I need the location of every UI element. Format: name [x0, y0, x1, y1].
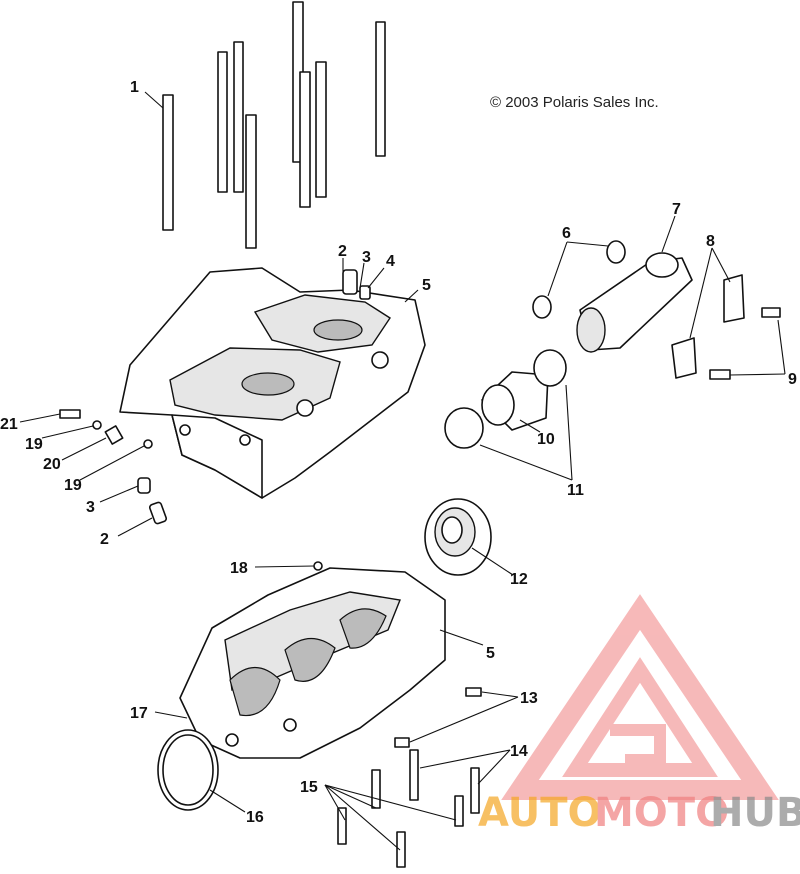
bolt-15 [337, 807, 347, 845]
left-fasteners [59, 269, 371, 525]
dowel-2-top [342, 269, 358, 295]
screw-9 [709, 369, 731, 380]
leader-lines [19, 91, 786, 851]
clamp-11 [533, 349, 567, 387]
bolt-15 [454, 795, 464, 827]
o-ring-6 [606, 240, 626, 264]
dowel-18 [313, 561, 323, 571]
dowel-2 [148, 501, 168, 525]
callout-11: 11 [567, 482, 584, 499]
lower-bolts [337, 687, 482, 868]
seal-12 [424, 498, 492, 576]
washer-19 [143, 439, 153, 449]
callout-19: 19 [25, 436, 43, 453]
callout-10: 10 [537, 431, 555, 448]
copyright-notice: © 2003 Polaris Sales Inc. [490, 94, 659, 111]
stud-bolt [233, 41, 244, 193]
stud-bolt [315, 61, 327, 198]
callout-7: 7 [672, 201, 681, 218]
stud-bolt [299, 71, 311, 208]
callout-15: 15 [300, 779, 318, 796]
screw-9 [761, 307, 781, 318]
bracket-20 [104, 425, 124, 445]
bolt-14 [470, 767, 480, 814]
stud-bolt [217, 51, 228, 193]
bolt-15 [371, 769, 381, 809]
callout-2: 2 [100, 531, 109, 548]
bolt-14 [409, 749, 419, 801]
callout-2: 2 [338, 243, 347, 260]
callout-13: 13 [520, 690, 538, 707]
callout-14: 14 [510, 743, 528, 760]
lower-crankcase [179, 561, 446, 759]
callout-18: 18 [230, 560, 248, 577]
watermark-moto: MOTO [594, 790, 729, 836]
callout-20: 20 [43, 456, 61, 473]
callout-4: 4 [386, 253, 395, 270]
callout-19: 19 [64, 477, 82, 494]
callout-17: 17 [130, 705, 148, 722]
callout-3: 3 [86, 499, 95, 516]
callout-6: 6 [562, 225, 571, 242]
o-ring-6 [532, 295, 552, 319]
callouts: 1 2 3 4 5 6 7 8 9 10 11 21 19 20 19 3 2 … [0, 79, 797, 826]
bracket-8 [671, 337, 697, 379]
washer-19 [92, 420, 102, 430]
watermark-hub: HUB [710, 790, 800, 836]
bracket-8 [723, 274, 745, 323]
callout-16: 16 [246, 809, 264, 826]
dowel-3 [137, 477, 151, 494]
callout-12: 12 [510, 571, 528, 588]
upper-crankcase [119, 267, 426, 499]
o-ring-16 [157, 729, 219, 811]
bolt-15 [396, 831, 406, 868]
callout-21: 21 [0, 416, 18, 433]
clamp-11 [444, 407, 484, 449]
callout-9: 9 [788, 371, 797, 388]
bolt-21 [59, 409, 81, 419]
stud-bolt [375, 21, 386, 157]
callout-3: 3 [362, 249, 371, 266]
watermark-logo [501, 594, 779, 800]
callout-8: 8 [706, 233, 715, 250]
plug-13 [394, 737, 410, 748]
dowel-3-top [359, 285, 371, 300]
watermark-text: AUTO MOTO HUB [478, 790, 800, 836]
stud-bolt [162, 94, 174, 231]
callout-5: 5 [486, 645, 495, 662]
callout-1: 1 [130, 79, 139, 96]
coolant-parts [444, 240, 781, 449]
watermark-auto: AUTO [478, 790, 602, 836]
stud-bolts-group [162, 1, 386, 249]
stud-bolt [245, 114, 257, 249]
callout-5: 5 [422, 277, 431, 294]
plug-13 [465, 687, 482, 697]
